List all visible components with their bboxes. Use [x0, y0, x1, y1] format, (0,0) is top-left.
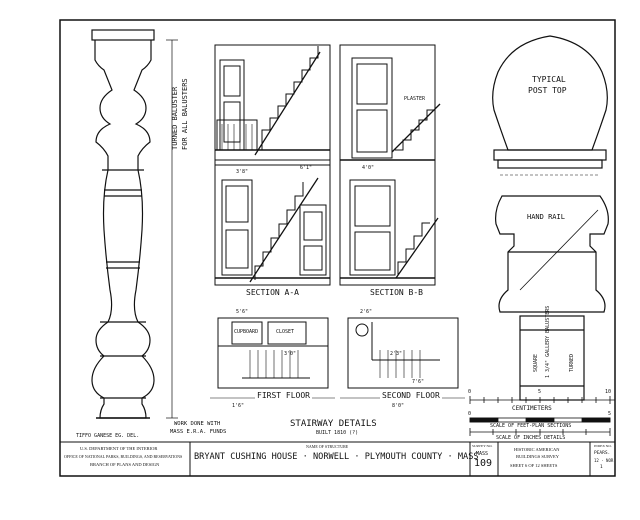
cm-tick-5: 5 — [538, 389, 542, 395]
inch-scale-label: SCALE OF INCHES DETAILS — [496, 435, 566, 441]
cupboard-label: CUPBOARD — [234, 329, 259, 335]
dim-5: 4'0" — [362, 165, 375, 171]
square-label: SQUARE — [533, 353, 539, 372]
section-aa-label: SECTION A-A — [246, 288, 299, 297]
sheet-border — [59, 19, 616, 477]
baluster-dimension-line — [166, 39, 178, 419]
feet-tick-0: 0 — [468, 411, 472, 417]
post-top-drawing — [492, 35, 608, 176]
section-bb-label: SECTION B-B — [370, 288, 423, 297]
feet-tick-5: 5 — [608, 411, 612, 417]
credit-text: WORK DONE WITH — [174, 421, 221, 427]
dim-4: 6'1" — [300, 165, 313, 171]
survey-number: 109 — [474, 458, 493, 469]
dim-6: 1'6" — [232, 403, 245, 409]
section-bb-drawing — [339, 44, 441, 286]
dim-8: 2'6" — [360, 309, 373, 315]
cm-tick-10: 10 — [605, 389, 612, 395]
second-floor-plan — [340, 317, 465, 399]
dim-2: 3'0" — [284, 351, 297, 357]
turned-baluster-drawing — [91, 29, 155, 419]
title-block-frame — [60, 441, 615, 476]
sheet-number: SHEET 6 OF 12 SHEETS — [510, 463, 558, 468]
index-line-1: PEARS. — [594, 451, 611, 456]
cm-tick-0: 0 — [468, 389, 472, 395]
dim-10: 7'6" — [412, 379, 425, 385]
dim-1: 5'6" — [236, 309, 249, 315]
plaster-label: PLASTER — [404, 96, 426, 102]
habs-line-2: BUILDINGS SURVEY — [516, 454, 560, 459]
dim-7: 8'0" — [392, 403, 405, 409]
centimeter-scale-bar — [469, 396, 615, 404]
first-floor-label: FIRST FLOOR — [255, 391, 312, 400]
index-caption: INDEX NO. — [594, 444, 612, 448]
closet-label: CLOSET — [276, 329, 295, 335]
survey-state: MASS — [476, 451, 489, 457]
typical-post-top-label: TYPICAL — [532, 75, 566, 84]
inch-scale-bar — [469, 428, 611, 436]
dept-line-2: OFFICE OF NATIONAL PARKS, BUILDINGS, AND… — [64, 454, 183, 459]
dept-line-3: BRANCH OF PLANS AND DESIGN — [90, 462, 160, 467]
dept-line-1: U.S. DEPARTMENT OF THE INTERIOR — [80, 446, 158, 451]
survey-caption: SURVEY NO. — [472, 444, 493, 448]
gallery-baluster-label: 1 3/4" GALLERY BALUSTERS — [545, 305, 551, 378]
habs-line-1: HISTORIC AMERICAN — [514, 447, 560, 452]
index-line-2: 12 · NOR — [594, 458, 614, 463]
structure-name: BRYANT CUSHING HOUSE · NORWELL · PLYMOUT… — [194, 452, 479, 462]
hand-rail-label: HAND RAIL — [527, 213, 565, 221]
second-floor-label: SECOND FLOOR — [380, 391, 442, 400]
hand-rail-drawing — [495, 195, 609, 401]
structure-caption: NAME OF STRUCTURE — [306, 444, 349, 449]
centimeters-label: CENTIMETERS — [512, 405, 552, 412]
credit-text-2: MASS E.R.A. FUNDS — [170, 429, 227, 435]
typical-post-top-label-2: POST TOP — [528, 86, 567, 95]
index-line-3: 1 — [600, 465, 603, 470]
feet-scale-bar — [469, 417, 611, 423]
section-aa-drawing — [214, 44, 331, 286]
first-floor-plan — [210, 317, 335, 399]
turned-baluster-label: TURNED BALUSTER — [171, 86, 179, 150]
built-date: BUILT 1810 (?) — [316, 430, 359, 436]
delineator-text: TIFFO GANESE EG. DEL. — [76, 433, 140, 439]
turned-label: TURNED — [569, 353, 575, 372]
stairway-details-title: STAIRWAY DETAILS — [290, 419, 377, 429]
turned-baluster-label-2: FOR ALL BALUSTERS — [181, 78, 189, 150]
dim-9: 3'8" — [236, 169, 249, 175]
feet-scale-label: SCALE OF FEET-PLAN SECTIONS — [490, 423, 572, 429]
dim-3: 2'3" — [390, 351, 403, 357]
